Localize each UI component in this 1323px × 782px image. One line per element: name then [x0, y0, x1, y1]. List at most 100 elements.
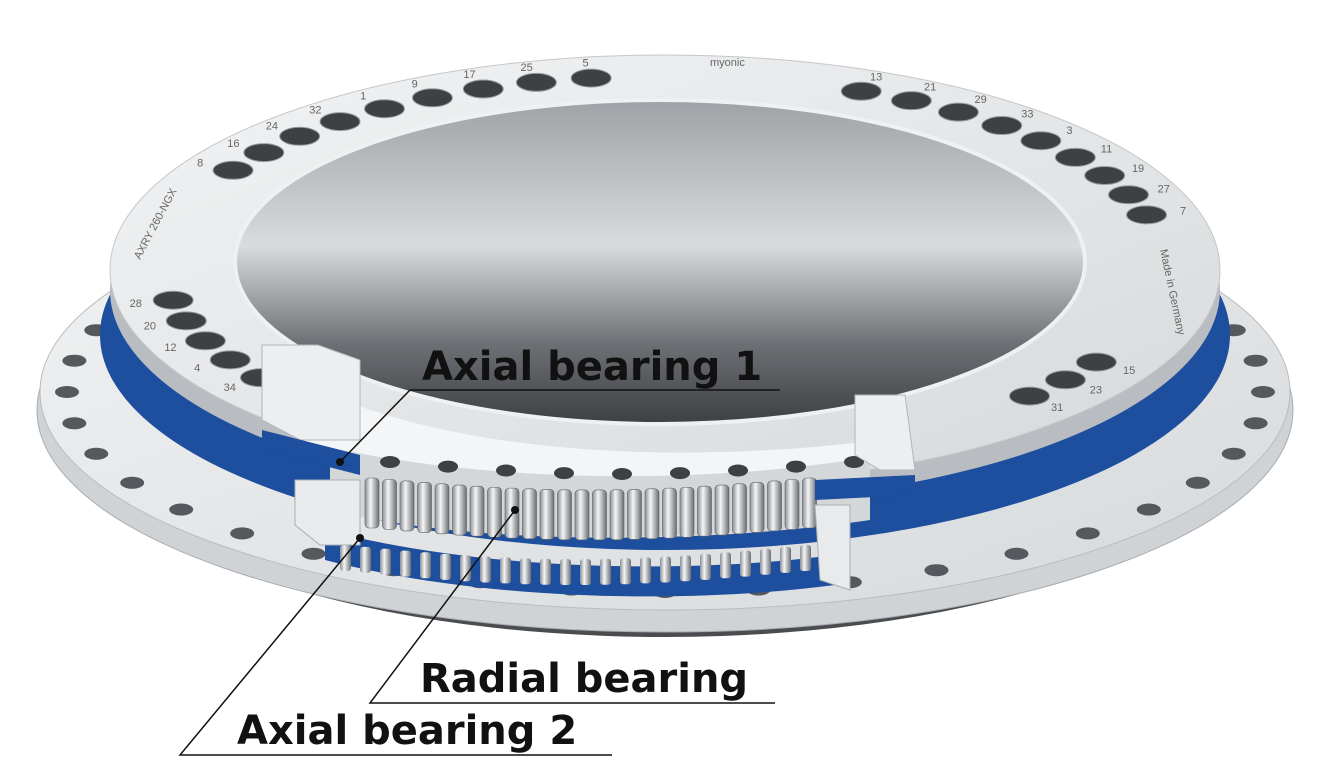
inner-wall-holes [380, 456, 864, 480]
wall-hole [728, 464, 748, 477]
right-axial-cage-1 [815, 475, 915, 500]
radial-roller [417, 482, 432, 533]
axial-roller [500, 557, 511, 584]
ring-hole [243, 143, 285, 163]
leader-lines [178, 389, 780, 756]
bore-lip [233, 98, 1087, 426]
hole-number: 5 [582, 57, 588, 69]
axial-roller [740, 550, 751, 577]
ring-hole [209, 350, 251, 370]
axial-roller [520, 558, 531, 585]
hole-number: 27 [1158, 184, 1170, 196]
ring-hole [1054, 147, 1096, 167]
hole-number: 23 [1090, 384, 1102, 396]
radial-roller [382, 479, 397, 530]
hole-number: 33 [1021, 109, 1033, 121]
left-cut-face [261, 344, 361, 441]
leader-axial-bearing-1 [339, 389, 780, 463]
flange-hole [120, 476, 145, 489]
axial-roller [420, 552, 431, 579]
axial-roller [440, 553, 451, 580]
radial-roller [592, 489, 607, 541]
hole-number: 21 [924, 82, 936, 94]
radial-roller [644, 488, 660, 540]
radial-roller [609, 489, 625, 541]
flange-hole [1243, 417, 1268, 430]
label-axial-bearing-2: Axial bearing 2 [237, 708, 577, 754]
axial-roller [800, 545, 811, 571]
hole-number: 28 [130, 298, 142, 310]
axial-roller [480, 556, 491, 583]
hole-number: 9 [412, 79, 418, 91]
ring-hole [1044, 370, 1086, 390]
radial-roller [697, 485, 712, 537]
flange-hole [169, 503, 194, 516]
flange-hole [1185, 476, 1210, 489]
radial-roller [469, 485, 485, 537]
hole-number: 19 [1132, 163, 1144, 175]
cutaway-top-blank [300, 380, 880, 477]
radial-roller [399, 480, 415, 532]
hole-number: 8 [197, 157, 203, 169]
radial-roller [802, 477, 817, 529]
flange-hole [1221, 447, 1246, 460]
axial-roller [600, 558, 611, 585]
axial-roller [760, 548, 771, 575]
axial-roller [560, 558, 571, 585]
flange-hole [924, 564, 949, 577]
axial-roller [340, 545, 351, 571]
axial-roller [620, 558, 631, 585]
ring-hole [515, 72, 557, 92]
leader-axial-bearing-2 [178, 537, 612, 756]
hole-number: 31 [1051, 402, 1063, 414]
ring-hole [570, 68, 612, 88]
right-cut-face [854, 394, 916, 471]
hole-number: 12 [164, 342, 176, 354]
hole-number: 32 [309, 104, 321, 116]
flange-hole [1136, 503, 1161, 516]
ring-hole [152, 290, 194, 310]
left-axial-cage-1 [262, 430, 360, 475]
leader-dot-radial [511, 506, 519, 514]
hole-number: 4 [194, 363, 200, 375]
hole-number: 20 [144, 320, 156, 332]
axial-roller [720, 552, 731, 579]
radial-roller [662, 487, 677, 539]
radial-roller [539, 489, 555, 540]
right-outer-cut [814, 504, 851, 591]
hole-number: 24 [266, 120, 278, 132]
hole-number: 15 [1123, 365, 1135, 377]
top-ring-holes [152, 68, 1168, 406]
hole-number: 17 [463, 69, 475, 81]
wall-hole [786, 460, 806, 473]
hole-number: 7 [1180, 206, 1186, 218]
axial-roller [580, 558, 591, 585]
wall-hole [612, 468, 632, 480]
radial-roller [749, 482, 765, 533]
wall-hole [438, 460, 458, 473]
ring-hole [1126, 205, 1168, 225]
ring-hole [937, 102, 979, 122]
axial-roller [640, 557, 651, 584]
radial-roller [364, 477, 380, 529]
ring-hole [212, 160, 254, 180]
wall-hole [844, 456, 864, 468]
ring-hole [462, 79, 504, 99]
radial-roller [574, 489, 590, 541]
ring-hole [981, 116, 1023, 136]
flange-hole [55, 386, 79, 398]
axial-roller [660, 556, 671, 583]
radial-roller [679, 486, 695, 538]
hole-number: 1 [360, 90, 366, 102]
left-outer-cut [294, 479, 361, 546]
bore [235, 100, 1085, 424]
hole-number: 13 [870, 72, 882, 84]
radial-roller [434, 483, 450, 535]
radial-roller [452, 484, 467, 536]
ring-hole [363, 99, 405, 119]
leader-dot-axial-2 [356, 534, 364, 542]
axial-roller [540, 558, 551, 585]
ring-hole [411, 88, 453, 108]
leader-radial-bearing [368, 509, 775, 704]
